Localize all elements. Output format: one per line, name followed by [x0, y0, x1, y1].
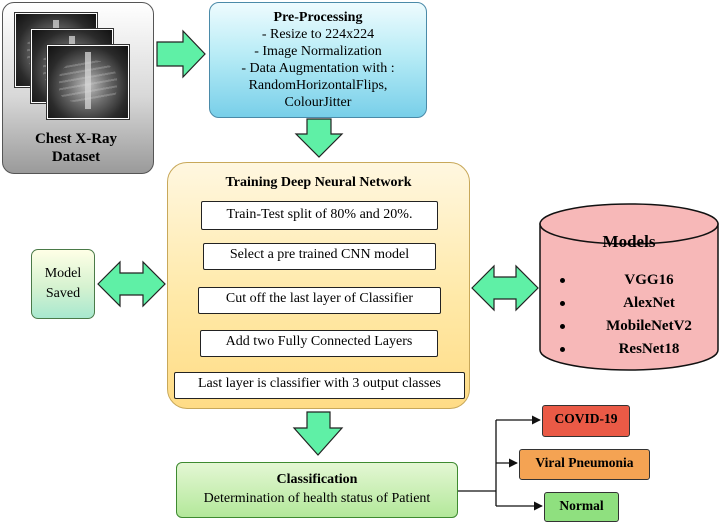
- double-arrow-models: [471, 264, 539, 312]
- bullet-icon: [560, 278, 565, 283]
- dataset-title: Chest X-Ray Dataset: [0, 130, 152, 166]
- preprocessing-box: Pre-Processing - Resize to 224x224 - Ima…: [209, 2, 427, 118]
- preprocessing-line: ColourJitter: [284, 95, 352, 110]
- bullet-icon: [560, 324, 565, 329]
- outcome-covid: COVID-19: [542, 405, 630, 437]
- outcome-viral-pneumonia: Viral Pneumonia: [519, 449, 650, 480]
- xray-image: [46, 44, 130, 120]
- models-title: Models: [602, 232, 656, 251]
- models-cylinder: [539, 203, 719, 371]
- preprocessing-line: RandomHorizontalFlips,: [248, 78, 388, 93]
- training-step: Cut off the last layer of Classifier: [198, 287, 441, 314]
- training-title: Training Deep Neural Network: [225, 175, 412, 190]
- outcome-connectors: [458, 415, 543, 511]
- classification-box: Classification Determination of health s…: [176, 462, 458, 518]
- model-saved-box: Model Saved: [31, 249, 95, 319]
- training-step: Train-Test split of 80% and 20%.: [201, 201, 438, 230]
- classification-subtitle: Determination of health status of Patien…: [203, 491, 431, 506]
- preprocessing-line: - Image Normalization: [254, 44, 382, 59]
- dataset-title-line2: Dataset: [51, 149, 101, 165]
- preprocessing-line: - Data Augmentation with :: [241, 61, 395, 76]
- double-arrow-model-saved: [97, 260, 166, 308]
- dataset-title-line1: Chest X-Ray: [34, 131, 118, 147]
- training-step: Select a pre trained CNN model: [203, 243, 436, 270]
- outcome-normal: Normal: [544, 492, 619, 522]
- arrow-training-to-classification: [292, 411, 344, 456]
- bullet-icon: [560, 301, 565, 306]
- model-saved-line1: Model: [44, 266, 82, 281]
- classification-title: Classification: [276, 472, 358, 487]
- preprocessing-line: - Resize to 224x224: [261, 27, 375, 42]
- arrow-preprocessing-to-training: [294, 118, 344, 158]
- training-step: Last layer is classifier with 3 output c…: [174, 372, 465, 399]
- bullet-icon: [560, 347, 565, 352]
- training-step: Add two Fully Connected Layers: [200, 330, 438, 357]
- model-saved-line2: Saved: [45, 286, 81, 301]
- arrow-dataset-to-preprocessing: [156, 29, 206, 79]
- preprocessing-title: Pre-Processing: [273, 10, 363, 25]
- dataset-box: [2, 2, 154, 174]
